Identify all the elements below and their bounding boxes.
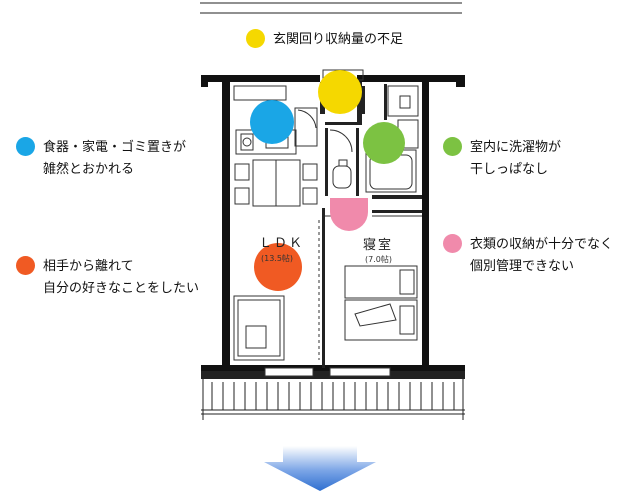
legend-text: 室内に洗濯物が 干しっぱなし bbox=[470, 140, 562, 177]
yellow-marker bbox=[318, 70, 362, 114]
balcony-rails bbox=[211, 382, 455, 410]
legend-text: 衣類の収納が十分でなく 個別管理できない bbox=[470, 237, 614, 274]
kitchen-counter bbox=[233, 85, 318, 155]
outer-walls bbox=[201, 75, 465, 371]
blue-dot-icon bbox=[16, 137, 35, 156]
room-area-bedroom: (7.0帖) bbox=[365, 255, 392, 264]
pink-dot-icon bbox=[443, 234, 462, 253]
issue-markers bbox=[250, 70, 405, 291]
green-marker bbox=[363, 122, 405, 164]
room-label-bedroom: 寝室 bbox=[363, 238, 394, 253]
legend-text: 玄関回り収納量の不足 bbox=[273, 32, 404, 47]
room-area-ldk: (13.5帖) bbox=[261, 254, 294, 263]
green-dot-icon bbox=[443, 137, 462, 156]
legend-ldk-distance: 相手から離れて 自分の好きなことをしたい bbox=[16, 256, 199, 300]
legend-kitchen-clutter: 食器・家電・ゴミ置きが 雑然とおかれる bbox=[16, 137, 186, 181]
orange-dot-icon bbox=[16, 256, 35, 275]
beds bbox=[344, 265, 418, 341]
orange-marker bbox=[254, 243, 302, 291]
pink-marker bbox=[330, 198, 368, 231]
legend-entrance-storage: 玄関回り収納量の不足 bbox=[246, 29, 403, 51]
yellow-dot-icon bbox=[246, 29, 265, 48]
legend-clothes-storage: 衣類の収納が十分でなく 個別管理できない bbox=[443, 234, 613, 278]
corridor-band bbox=[200, 2, 462, 14]
down-arrow-icon bbox=[264, 446, 376, 491]
dining-set bbox=[234, 159, 318, 207]
legend-laundry: 室内に洗濯物が 干しっぱなし bbox=[443, 137, 561, 181]
room-label-ldk: ＬＤＫ bbox=[259, 236, 305, 251]
legend-text: 食器・家電・ゴミ置きが 雑然とおかれる bbox=[43, 140, 187, 177]
balcony-windows bbox=[264, 367, 391, 377]
sofa bbox=[233, 295, 285, 361]
legend-text: 相手から離れて 自分の好きなことをしたい bbox=[43, 259, 200, 296]
blue-marker bbox=[250, 100, 294, 144]
